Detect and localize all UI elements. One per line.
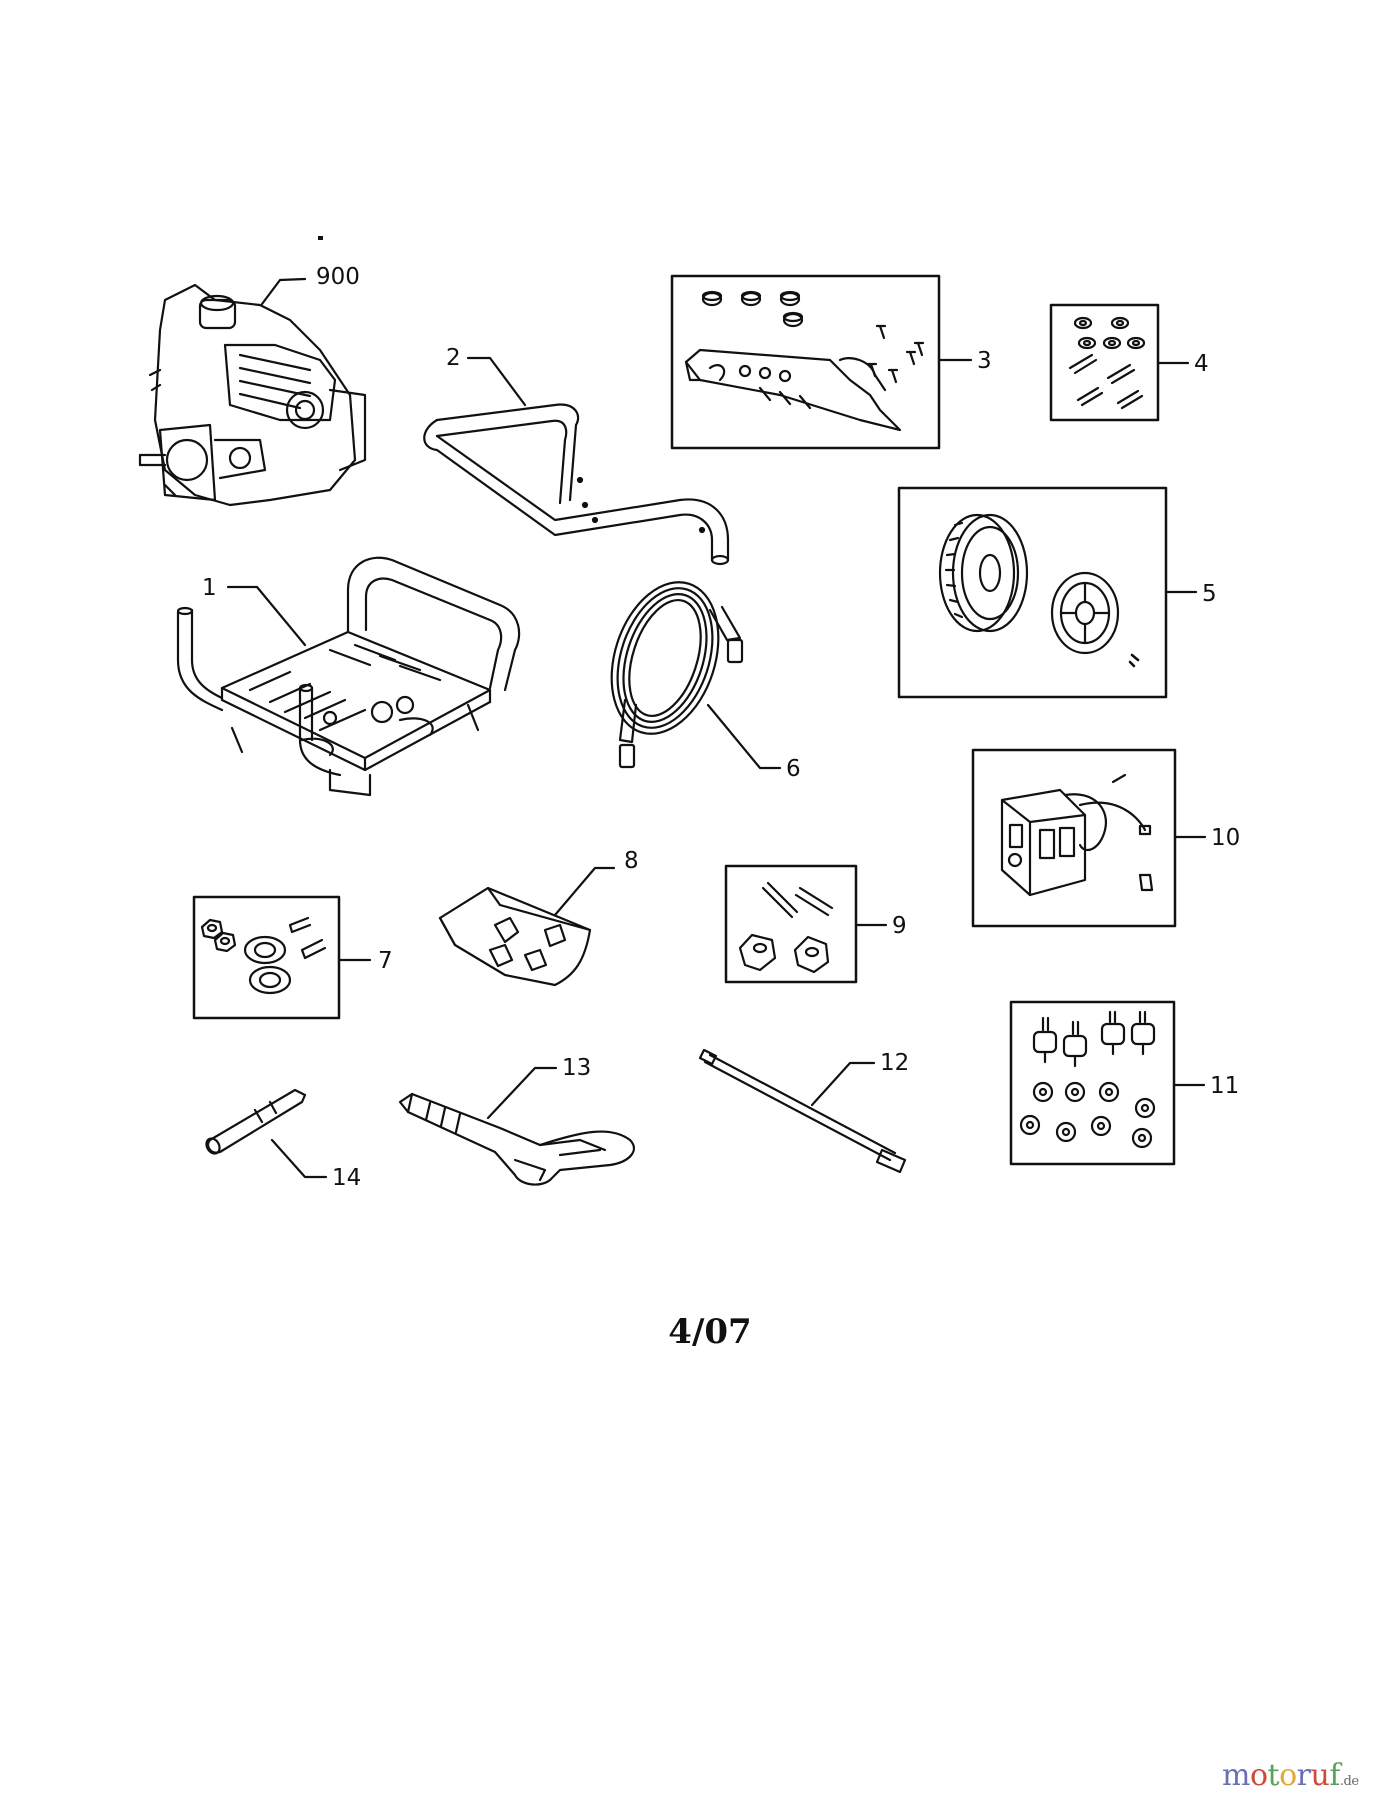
callout-1: 1 bbox=[202, 575, 217, 601]
kit-box-3 bbox=[670, 274, 941, 450]
leader-14 bbox=[270, 1138, 328, 1179]
callout-14: 14 bbox=[332, 1165, 361, 1191]
callout-2: 2 bbox=[446, 345, 461, 371]
handle-part-2 bbox=[423, 403, 730, 566]
lance-part-12 bbox=[698, 1048, 907, 1174]
engine-part-900 bbox=[138, 283, 367, 507]
kit-box-4 bbox=[1049, 303, 1160, 422]
watermark-logo: motoruf.de bbox=[1222, 1758, 1359, 1793]
bracket-part-3 bbox=[684, 290, 925, 432]
callout-3: 3 bbox=[977, 348, 992, 374]
isolator-part-11 bbox=[1019, 1010, 1156, 1149]
callout-900: 900 bbox=[316, 264, 360, 290]
hardware-part-7 bbox=[200, 916, 327, 995]
callout-10: 10 bbox=[1211, 825, 1240, 851]
frame-part-1 bbox=[176, 556, 521, 797]
callout-11: 11 bbox=[1210, 1073, 1239, 1099]
callout-4: 4 bbox=[1194, 351, 1209, 377]
knob-part-9 bbox=[738, 881, 834, 974]
revision-date: 4/07 bbox=[668, 1312, 752, 1352]
kit-box-7 bbox=[192, 895, 341, 1020]
callout-9: 9 bbox=[892, 913, 907, 939]
stray-mark bbox=[318, 236, 323, 240]
nozzle-part-14 bbox=[205, 1088, 307, 1155]
nozzle-bag-part-8 bbox=[438, 886, 592, 987]
leader-13 bbox=[486, 1066, 558, 1120]
leader-2 bbox=[466, 356, 527, 407]
callout-8: 8 bbox=[624, 848, 639, 874]
kit-box-11 bbox=[1009, 1000, 1176, 1166]
callout-13: 13 bbox=[562, 1055, 591, 1081]
hardware-part-4 bbox=[1068, 316, 1146, 410]
leader-1 bbox=[226, 585, 307, 647]
wheel-part-5 bbox=[938, 513, 1140, 668]
watermark-text: motoruf bbox=[1222, 1758, 1340, 1793]
spray-gun-part-13 bbox=[398, 1092, 635, 1186]
kit-box-5 bbox=[897, 486, 1168, 699]
leader-6 bbox=[706, 703, 782, 770]
leader-8 bbox=[553, 866, 616, 917]
callout-5: 5 bbox=[1202, 581, 1217, 607]
pump-part-10 bbox=[1000, 773, 1154, 897]
callout-7: 7 bbox=[378, 948, 393, 974]
leader-12 bbox=[810, 1061, 876, 1107]
callout-6: 6 bbox=[786, 756, 801, 782]
watermark-suffix: .de bbox=[1339, 1774, 1359, 1789]
callout-12: 12 bbox=[880, 1050, 909, 1076]
leader-900 bbox=[260, 277, 307, 306]
hose-part-6 bbox=[610, 581, 744, 769]
